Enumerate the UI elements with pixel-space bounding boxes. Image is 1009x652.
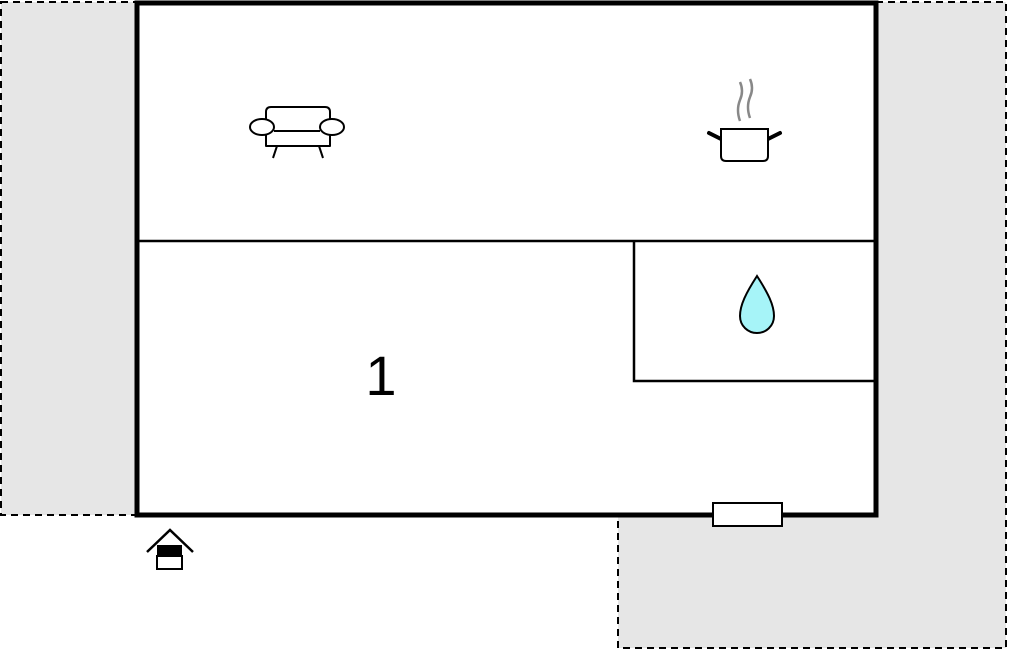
sofa-icon [249, 106, 345, 159]
cooking-pot-icon [707, 78, 782, 162]
house-interior [137, 3, 876, 515]
house-entrance-icon [146, 528, 194, 570]
window-icon [712, 502, 783, 527]
terrace-left [0, 1, 138, 516]
water-drop-icon [738, 274, 776, 335]
wall-bathroom [632, 241, 874, 383]
room-number-label: 1 [365, 344, 396, 407]
exterior-walls [134, 0, 879, 518]
